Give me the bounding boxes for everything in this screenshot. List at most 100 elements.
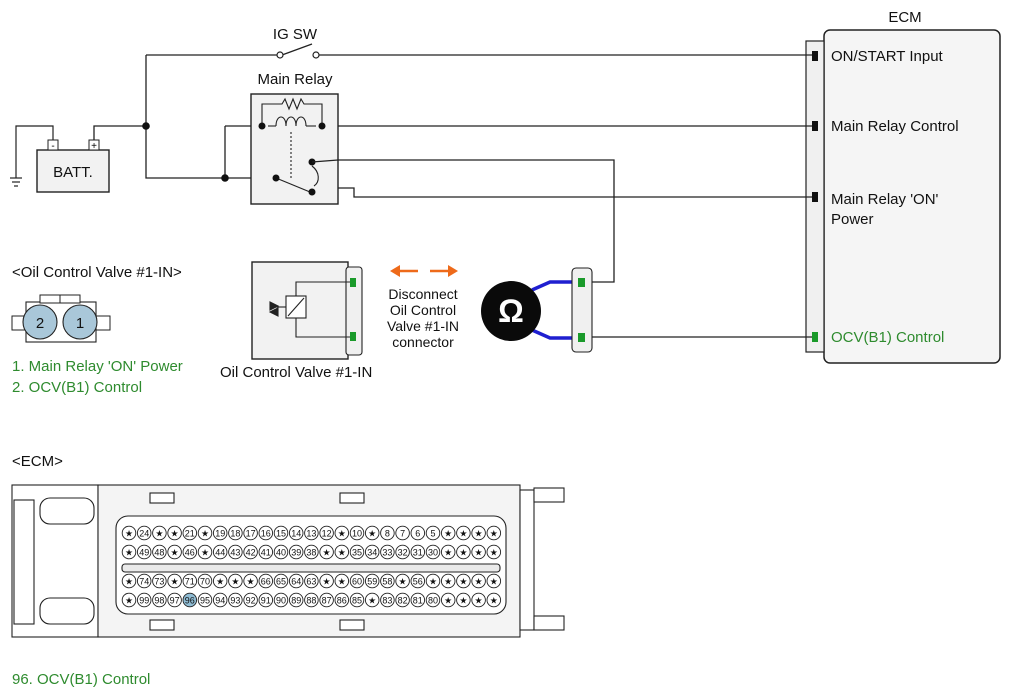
ecm-pin-label: 33 (382, 548, 392, 558)
ecm-pin-label: ★ (459, 596, 467, 606)
ecm-pin (425, 592, 441, 608)
ecm-pin (349, 544, 365, 560)
ecm-pin (197, 525, 213, 541)
ecm-pin-label: 65 (276, 577, 286, 587)
ecm-pin-label: ★ (201, 548, 209, 558)
ecm-pin (152, 525, 167, 541)
ecm-pin (334, 544, 350, 560)
label-main-relay-power-2: Power (831, 211, 874, 228)
ecm-pin-label: 80 (428, 596, 438, 606)
ecm-pin (486, 573, 502, 589)
ecm-pin (243, 592, 258, 608)
ocv-pin-label-1: 1 (76, 315, 84, 332)
ecm-pin-label: ★ (247, 577, 255, 587)
disconnect-arrows-icon (390, 265, 458, 277)
ecm-pin-label: ★ (444, 577, 452, 587)
ecm-pin (334, 592, 350, 608)
switch-icon (276, 43, 320, 59)
ecm-pin (410, 544, 426, 560)
ecm-pin (440, 544, 456, 560)
ecm-pin (456, 544, 471, 560)
ecm-pin-label: 97 (170, 596, 180, 606)
ecm-pin-label: 44 (215, 548, 225, 558)
ecm-pin (212, 544, 228, 560)
ecm-pin-label: ★ (475, 548, 483, 558)
ecm-pin-label: 98 (154, 596, 164, 606)
ecm-pin (410, 525, 426, 541)
junction-dot (142, 122, 150, 130)
ecm-pin (197, 592, 213, 608)
ecm-pin-label: 40 (276, 548, 286, 558)
valve-component-label: Oil Control Valve #1-IN (220, 364, 372, 381)
ecm-pin-label: 83 (382, 596, 392, 606)
junction-dot (221, 174, 229, 182)
ecm-pin-label: ★ (125, 529, 133, 539)
ecm-pin (440, 525, 456, 541)
ecm-pin (395, 573, 410, 589)
ecm-pin-label: 5 (430, 529, 435, 539)
ecm-pin (273, 573, 289, 589)
ecm-pin-label: ★ (368, 596, 376, 606)
ecm-pin (395, 544, 410, 560)
ecm-pin (273, 544, 289, 560)
ecm-pin (304, 592, 319, 608)
ecm-pin (471, 525, 486, 541)
ig-sw-label: IG SW (273, 26, 318, 43)
ecm-pin-label: 60 (352, 577, 362, 587)
label-ocv-control: OCV(B1) Control (831, 329, 944, 346)
ecm-pin-label: ★ (125, 577, 133, 587)
ecm-pin (243, 544, 258, 560)
ecm-pin-label: 8 (385, 529, 390, 539)
ecm-pin-label: ★ (459, 529, 467, 539)
disconnect-line-2: Oil Control (390, 302, 456, 318)
ecm-pin (364, 573, 380, 589)
ecm-pin (167, 592, 182, 608)
ecm-pin (288, 544, 304, 560)
ecm-pin (471, 544, 486, 560)
ecm-pin (349, 573, 365, 589)
relay-terminal-dot (258, 122, 266, 130)
ecm-pin (410, 573, 426, 589)
ecm-pin-label: 30 (428, 548, 438, 558)
ecm-pin (288, 525, 304, 541)
ecm-pin (486, 544, 502, 560)
ecm-pin-label: ★ (368, 529, 376, 539)
ecm-pin-label: ★ (459, 577, 467, 587)
ecm-pin-label: ★ (338, 548, 346, 558)
ecm-pin (121, 573, 137, 589)
ecm-pin (304, 573, 319, 589)
ecm-pin-label: 38 (306, 548, 316, 558)
ecm-pin (486, 525, 502, 541)
ecm-pin-label: ★ (216, 577, 224, 587)
ecm-pin-label: 46 (185, 548, 195, 558)
ecm-pin (380, 544, 395, 560)
ecm-pin-on-start (812, 51, 818, 61)
relay-terminal-dot (318, 122, 326, 130)
valve-pin-1 (350, 278, 356, 287)
ecm-pin-label: 12 (322, 529, 332, 539)
ecm-pin-label: ★ (338, 529, 346, 539)
ecm-pin-label: 74 (139, 577, 149, 587)
ecm-pin (334, 525, 350, 541)
test-connector-pin (578, 333, 585, 342)
ecm-pin-label: ★ (231, 577, 239, 587)
ecm-pin-label: 86 (337, 596, 347, 606)
ecm-pin (456, 573, 471, 589)
ecm-pin-label: 70 (200, 577, 210, 587)
ecm-pin-label: ★ (201, 529, 209, 539)
ecm-pin (456, 592, 471, 608)
ecm-pin-label: 41 (261, 548, 271, 558)
ecm-pin-label: 13 (306, 529, 316, 539)
ecm-pin (136, 592, 152, 608)
solenoid-icon (268, 281, 350, 338)
ecm-pin-label: 89 (291, 596, 301, 606)
ecm-pin (136, 525, 152, 541)
ecm-pin (319, 592, 334, 608)
ecm-pin-label: 39 (291, 548, 301, 558)
test-connector (571, 267, 593, 353)
relay-terminal-dot (272, 174, 280, 182)
ecm-pin (319, 525, 334, 541)
ecm-pin-label: ★ (399, 577, 407, 587)
ecm-pin-label: 59 (367, 577, 377, 587)
